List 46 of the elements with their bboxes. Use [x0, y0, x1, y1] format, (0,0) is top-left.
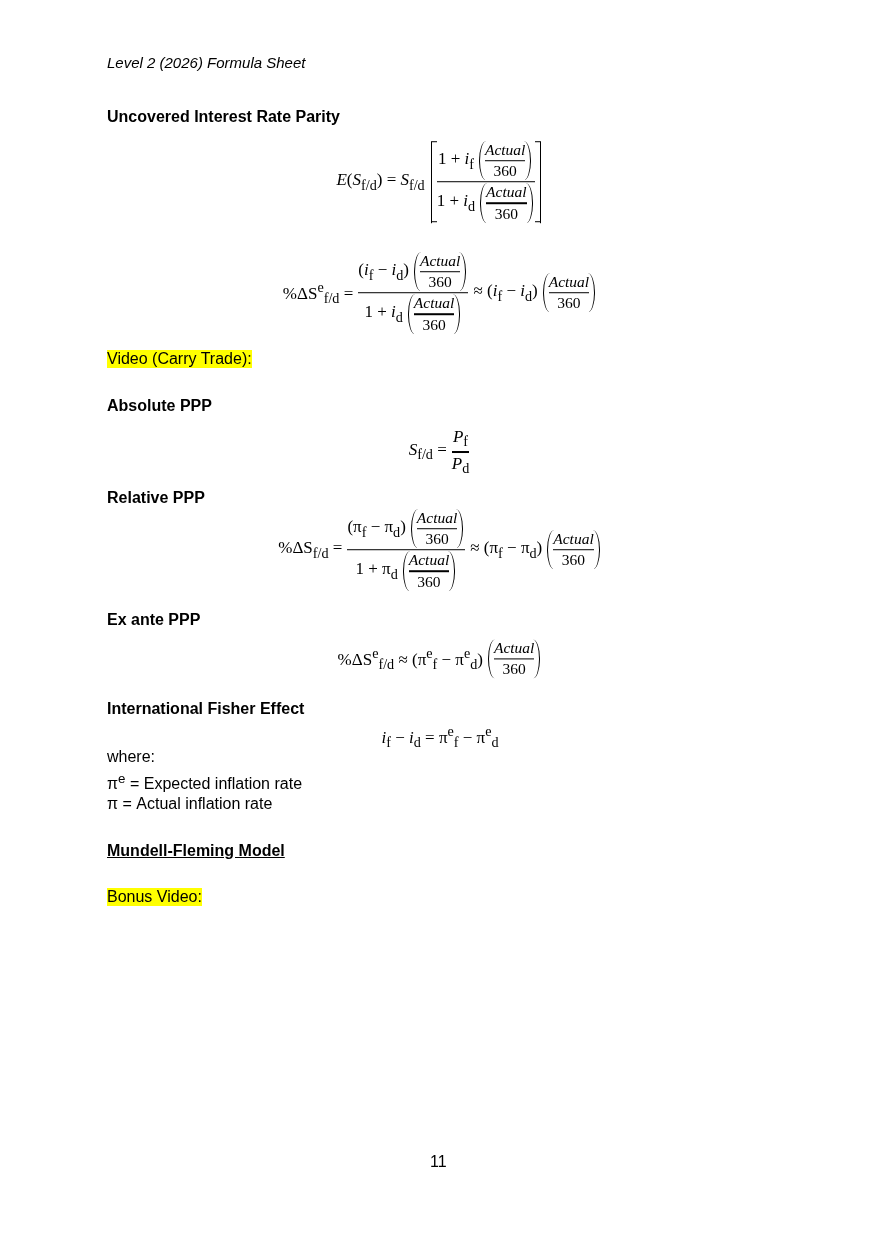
- formula-term: Actual: [493, 639, 535, 658]
- section-heading: Uncovered Interest Rate Parity: [107, 108, 340, 126]
- definition-text: π$^{e}$ = Expected inflation rate: [107, 771, 303, 794]
- section-heading: Mundell-Fleming Model: [107, 842, 285, 860]
- formula-term: (i$_{f}$ − i$_{d}$): [358, 260, 409, 284]
- page-number: 11: [430, 1153, 447, 1171]
- formula-term: E(S$_{f/d}$) = S$_{f/d}$: [336, 170, 425, 194]
- formula-term: 360: [422, 315, 446, 334]
- formula-term: S$_{f/d}$ =: [408, 440, 447, 464]
- video-note: Video (Carry Trade):: [107, 350, 252, 368]
- formula-term: 360: [561, 551, 586, 570]
- formula-term: %ΔS$^{e}$$_{f/d}$ ≈ (π$^{e}$$_{f}$ − π$^{e}$$_{d}$): [337, 644, 483, 673]
- formula-term: 1 + i$_{f}$: [437, 149, 474, 173]
- formula-term: Actual: [486, 183, 527, 202]
- formula-term: P$_{d}$: [451, 453, 470, 477]
- video-note: Bonus Video:: [107, 888, 202, 906]
- where-text: where:: [107, 748, 156, 766]
- formula-term: ≈ (π$_{f}$ − π$_{d}$): [470, 538, 543, 562]
- formula-term: %ΔS$^{e}$$_{f/d}$ =: [282, 278, 354, 307]
- section-heading: Absolute PPP: [107, 397, 212, 415]
- formula-term: Actual: [416, 509, 458, 528]
- formula-term: Actual: [419, 252, 461, 271]
- section-heading: International Fisher Effect: [107, 700, 305, 718]
- formula-term: (π$_{f}$ − π$_{d}$): [347, 517, 406, 541]
- formula-term: 1 + i$_{d}$: [436, 191, 476, 215]
- formula-term: 360: [494, 204, 518, 223]
- formula-term: 360: [417, 572, 441, 591]
- formula-term: 1 + i$_{d}$: [364, 302, 403, 326]
- formula-term: Actual: [484, 141, 526, 160]
- definition-text: π = Actual inflation rate: [107, 795, 273, 813]
- formula-term: Actual: [413, 294, 455, 313]
- formula-term: P$_{f}$: [452, 427, 469, 451]
- page-header: Level 2 (2026) Formula Sheet: [107, 54, 306, 71]
- formula-term: 360: [425, 530, 449, 549]
- formula-term: Actual: [408, 551, 450, 570]
- formula-term: Actual: [553, 530, 594, 549]
- formula-term: 360: [557, 294, 581, 313]
- formula-term: 360: [428, 273, 452, 292]
- section-heading: Relative PPP: [107, 489, 205, 507]
- formula-term: 1 + π$_{d}$: [355, 559, 398, 583]
- formula-term: 360: [502, 660, 526, 679]
- formula-term: 360: [493, 162, 517, 181]
- formula-term: ≈ (i$_{f}$ − i$_{d}$): [473, 281, 538, 305]
- formula-term: Actual: [548, 273, 590, 292]
- section-heading: Ex ante PPP: [107, 611, 201, 629]
- formula-term: %ΔS$_{f/d}$ =: [278, 538, 343, 562]
